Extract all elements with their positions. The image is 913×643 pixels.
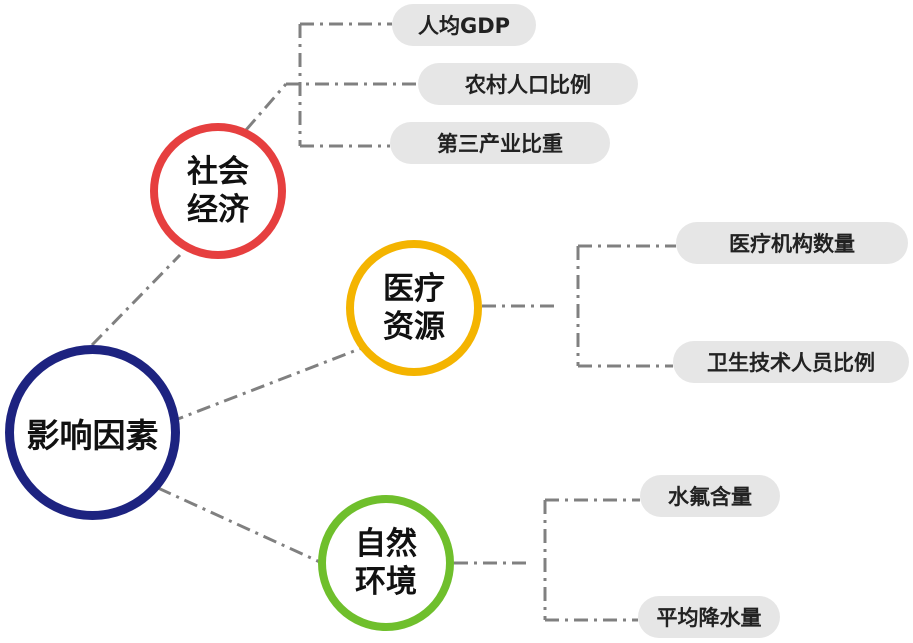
connector-root-to-nature <box>157 486 323 565</box>
leaf-health-technicians-ratio: 卫生技术人员比例 <box>673 341 909 383</box>
leaf-rural-population-ratio: 农村人口比例 <box>418 63 638 105</box>
branch-label-line2: 环境 <box>355 564 417 600</box>
connector-root-to-social <box>90 253 182 347</box>
leaf-tertiary-industry-share: 第三产业比重 <box>390 122 610 164</box>
leaf-medical-institutions-count: 医疗机构数量 <box>676 222 908 264</box>
branch-node-medical-resources: 医疗 资源 <box>346 240 482 376</box>
root-node: 影响因素 <box>5 345 180 520</box>
branch-label-line1: 自然 <box>355 526 417 562</box>
connector-social-stem <box>244 83 288 131</box>
branch-label-line1: 医疗 <box>383 271 445 307</box>
connector-root-to-medical <box>169 346 363 424</box>
leaf-water-fluoride-content: 水氟含量 <box>640 475 780 517</box>
branch-node-social-economy: 社会 经济 <box>150 123 286 259</box>
branch-node-natural-environment: 自然 环境 <box>318 495 454 631</box>
root-label: 影响因素 <box>26 415 159 455</box>
leaf-average-precipitation: 平均降水量 <box>638 596 780 638</box>
branch-label-line1: 社会 <box>187 154 249 190</box>
branch-label-line2: 经济 <box>187 192 249 228</box>
branch-label-line2: 资源 <box>383 309 445 345</box>
leaf-gdp-per-capita: 人均GDP <box>392 4 536 46</box>
